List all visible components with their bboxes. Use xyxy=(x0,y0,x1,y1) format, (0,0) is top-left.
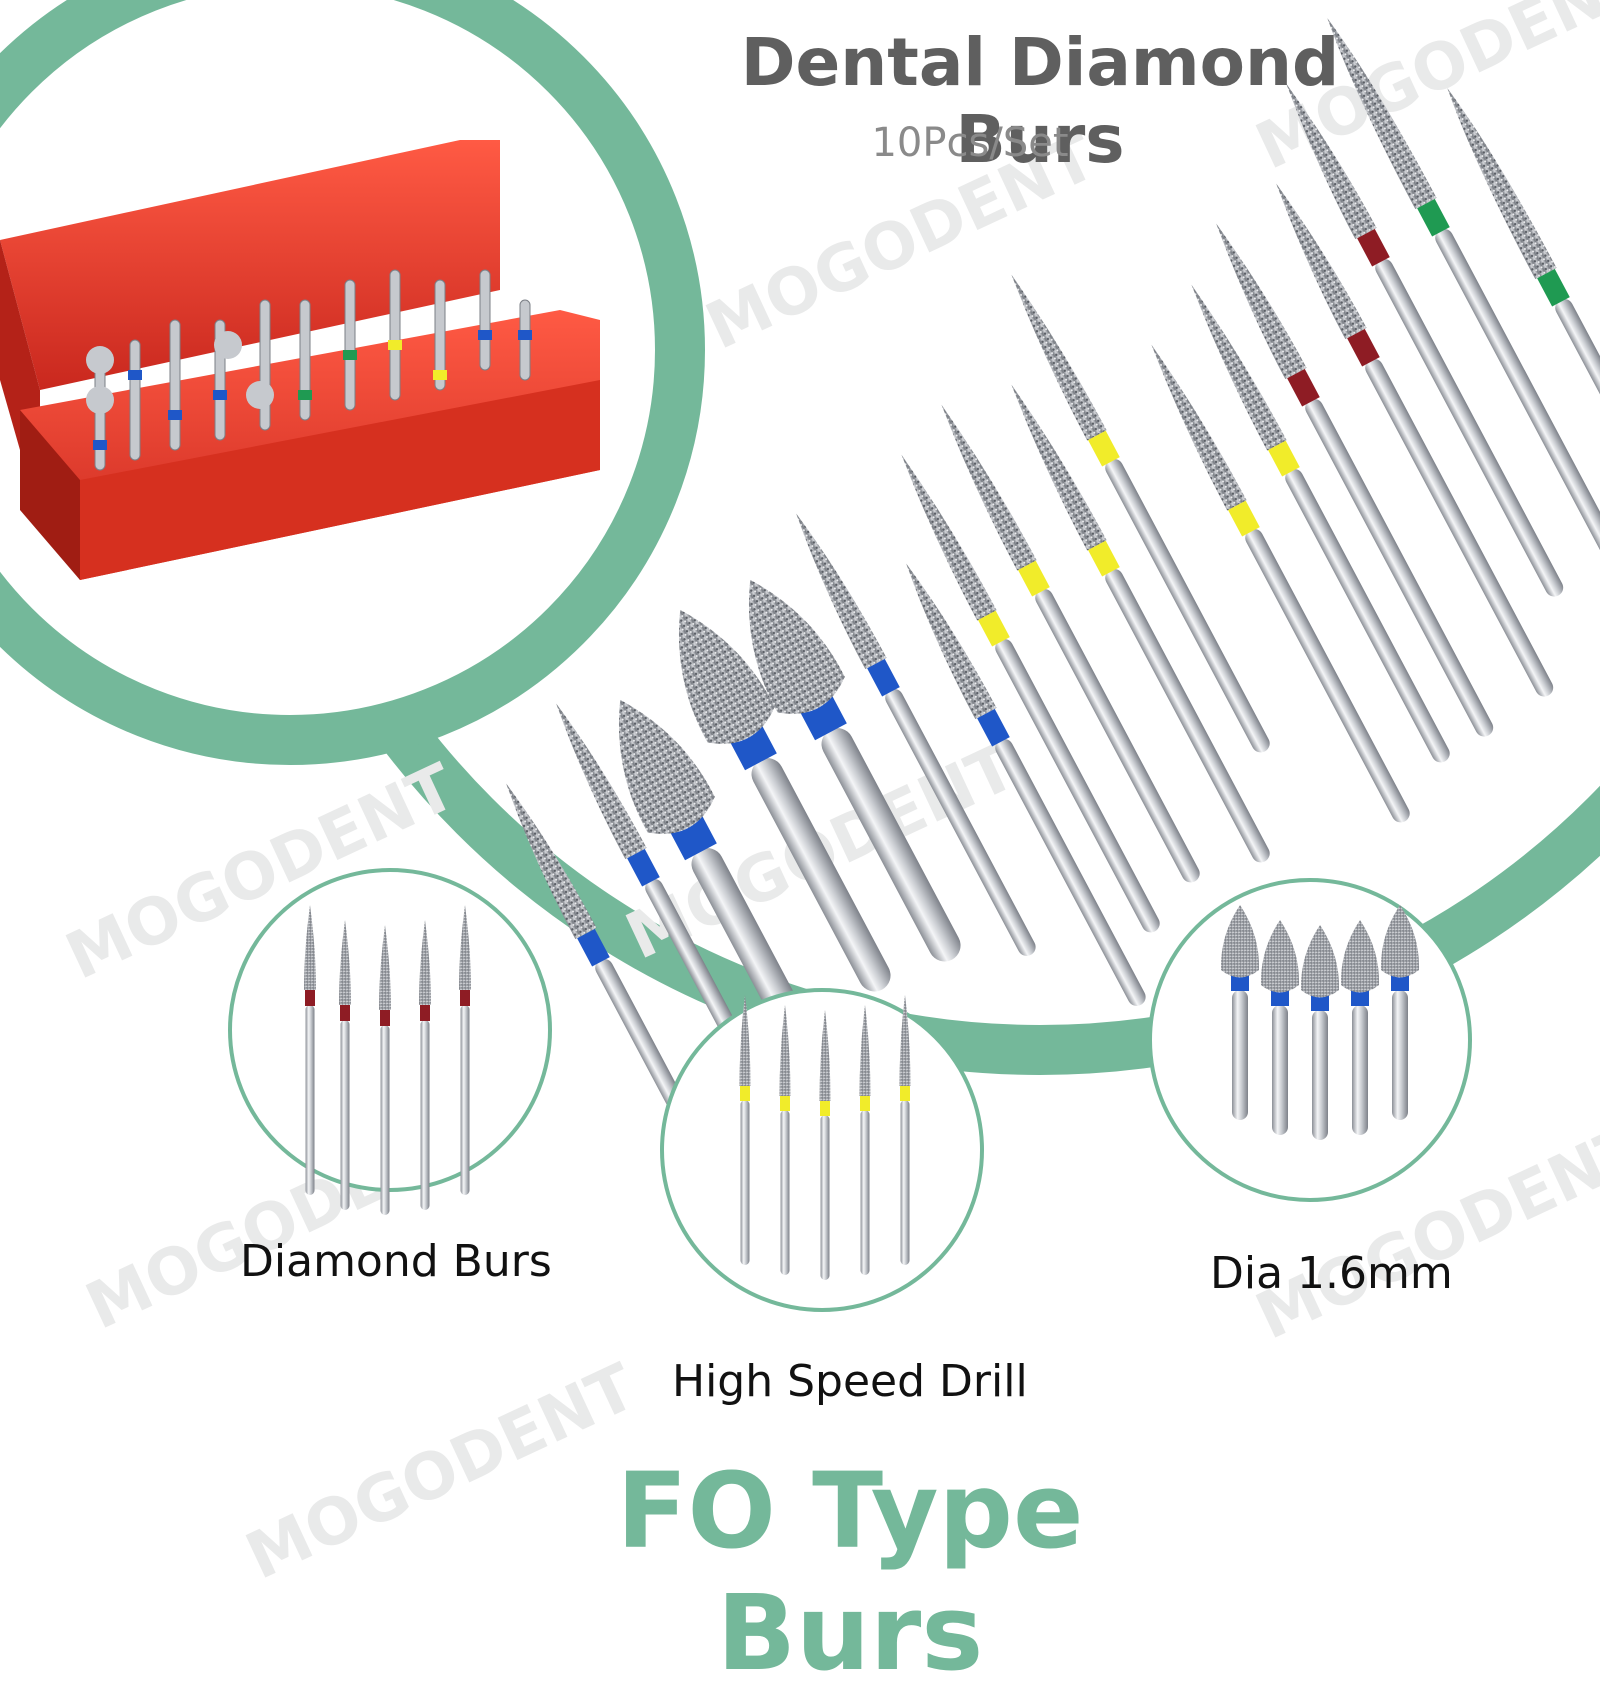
label-diameter: Dia 1.6mm xyxy=(1210,1248,1453,1299)
bur xyxy=(1265,177,1559,702)
circle-diamond-burs xyxy=(228,868,552,1215)
circle-high-speed-drill xyxy=(660,988,984,1312)
set-count: 10Pcs/Set xyxy=(871,120,1069,166)
bur-case xyxy=(0,140,600,580)
product-image: MOGODENT MOGODENT MOGODENT MOGODENT MOGO… xyxy=(0,0,1600,1595)
label-diamond-burs: Diamond Burs xyxy=(240,1236,552,1287)
label-high-speed-drill: High Speed Drill xyxy=(672,1356,1028,1407)
page-title: Dental Diamond Burs xyxy=(740,24,1340,178)
bur xyxy=(891,449,1165,937)
bur xyxy=(1181,279,1455,767)
circle-dia-1-6mm xyxy=(1148,878,1472,1202)
bur xyxy=(1205,217,1499,742)
illustration: MOGODENT MOGODENT MOGODENT MOGODENT MOGO… xyxy=(0,0,1600,1595)
footer-title: FO Type Burs xyxy=(616,1450,1084,1694)
